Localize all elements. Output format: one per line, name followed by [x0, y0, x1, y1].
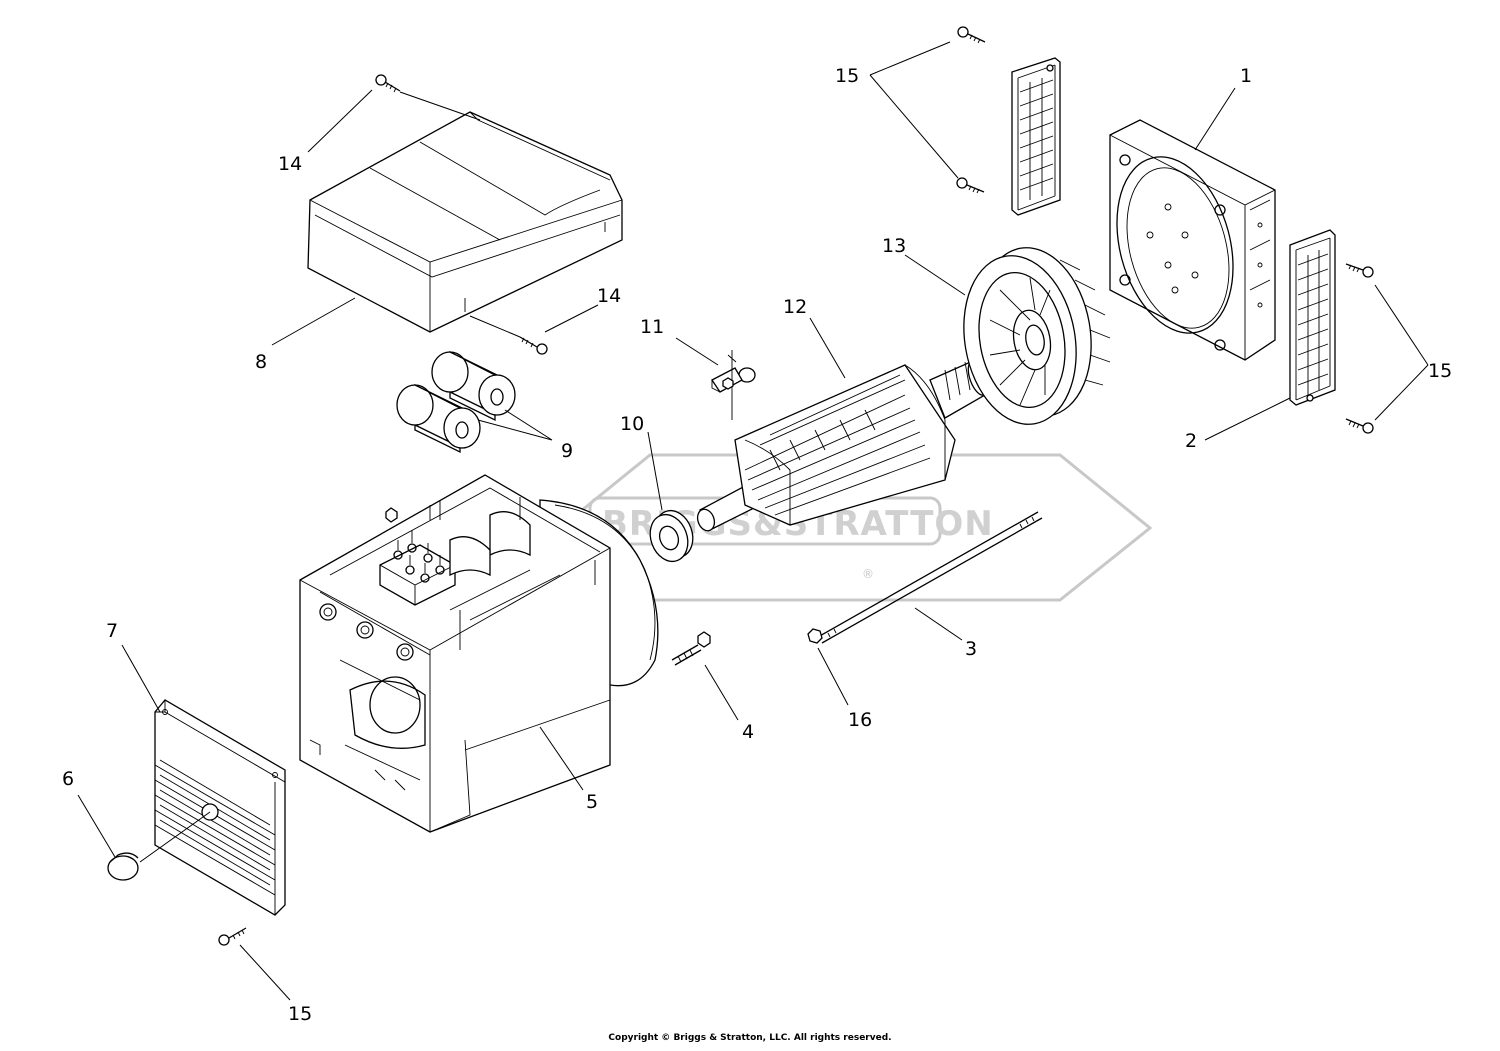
callout-11: 11 — [640, 316, 664, 338]
part-stud-and-nut — [671, 631, 711, 666]
callout-5: 5 — [586, 791, 598, 813]
callout-9: 9 — [561, 440, 573, 462]
leader-lines — [77, 41, 1429, 1001]
callout-6: 6 — [62, 768, 74, 790]
part-grille-top — [1011, 57, 1061, 216]
part-stator-housing — [299, 474, 659, 833]
callout-13: 13 — [882, 235, 906, 257]
callout-15-bottom: 15 — [288, 1003, 312, 1025]
callout-labels: 1 2 3 4 5 6 7 8 9 10 11 12 13 14 14 15 1… — [62, 65, 1452, 1025]
part-cover-screw-top — [375, 74, 401, 93]
callout-15-right: 15 — [1428, 360, 1452, 382]
callout-16: 16 — [848, 709, 872, 731]
part-grille-side — [1289, 229, 1336, 406]
part-grille-top-screw-lower — [956, 177, 985, 194]
callout-8: 8 — [255, 351, 267, 373]
part-cover-screw-bottom — [519, 336, 548, 355]
part-end-cover-screw — [218, 927, 247, 946]
callout-15-top: 15 — [835, 65, 859, 87]
callout-7: 7 — [106, 620, 118, 642]
callout-2: 2 — [1185, 430, 1197, 452]
part-fan — [963, 247, 1111, 425]
watermark-registered-mark: ® — [862, 567, 874, 581]
callout-14-top: 14 — [278, 153, 302, 175]
part-rear-housing — [1109, 119, 1276, 361]
part-brush-holder — [711, 350, 756, 420]
callout-14-bottom: 14 — [597, 285, 621, 307]
part-grille-top-screw-upper — [957, 26, 986, 44]
callout-3: 3 — [965, 638, 977, 660]
callout-10: 10 — [620, 413, 644, 435]
callout-4: 4 — [742, 721, 754, 743]
part-bearing — [649, 509, 694, 563]
part-grille-side-screw-upper — [1345, 263, 1374, 278]
part-top-cover — [307, 111, 623, 333]
part-capacitors — [396, 350, 516, 454]
callout-12: 12 — [783, 296, 807, 318]
callout-1: 1 — [1240, 65, 1252, 87]
copyright-notice: Copyright © Briggs & Stratton, LLC. All … — [608, 1033, 892, 1043]
part-plug — [107, 852, 139, 881]
part-through-bolt — [807, 511, 1043, 644]
part-grille-side-screw-lower — [1345, 418, 1374, 434]
part-end-cover — [154, 699, 286, 916]
